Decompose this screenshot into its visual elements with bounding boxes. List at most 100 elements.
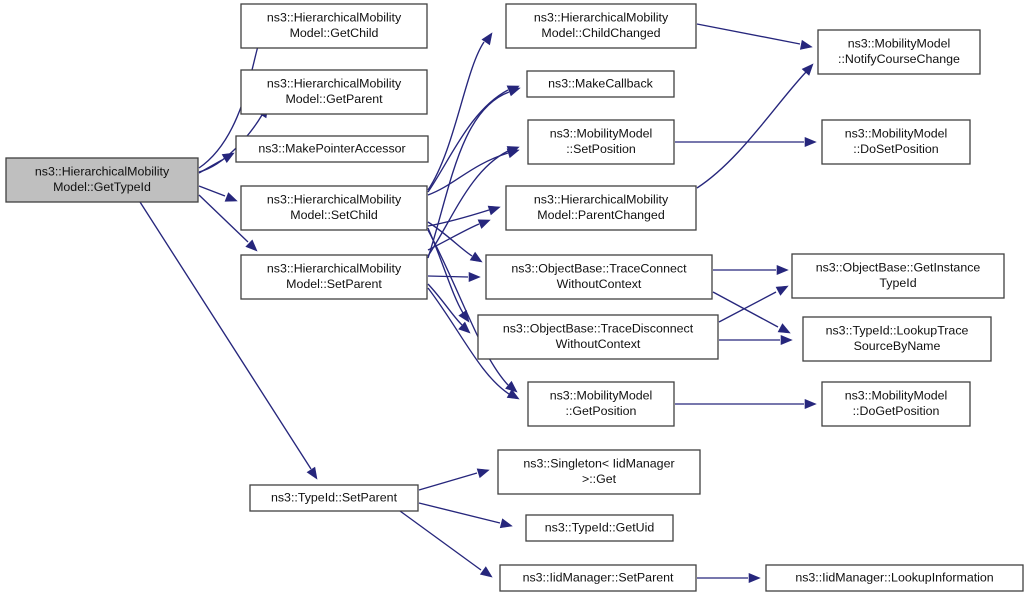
node-box-set_parent_hmm[interactable] <box>240 254 428 300</box>
node-set_position[interactable]: ns3::MobilityModel::SetPosition <box>527 119 675 165</box>
node-do_set_position[interactable]: ns3::MobilityModel::DoSetPosition <box>821 119 971 165</box>
node-label-singleton_get: ns3::Singleton< IidManager <box>523 457 674 471</box>
call-edge-set_parent_hmm-to-trace_disconnect <box>427 283 471 334</box>
node-box-lookup_trace_source[interactable] <box>802 316 992 362</box>
node-label-trace_connect: WithoutContext <box>557 277 642 291</box>
node-label-get_parent: ns3::HierarchicalMobility <box>267 77 402 91</box>
node-label-child_changed: ns3::HierarchicalMobility <box>534 11 669 25</box>
node-box-iidmanager_set_parent[interactable] <box>499 564 697 592</box>
node-box-typeid_get_uid[interactable] <box>525 514 674 542</box>
call-edge-set_parent_hmm-to-get_position <box>427 287 520 400</box>
node-box-set_child[interactable] <box>240 185 428 231</box>
node-box-child_changed[interactable] <box>505 3 697 49</box>
node-label-child_changed: Model::ChildChanged <box>541 26 660 40</box>
node-get_position[interactable]: ns3::MobilityModel::GetPosition <box>527 381 675 427</box>
node-label-get_type_id: Model::GetTypeId <box>53 180 151 194</box>
call-edge-typeid_set_parent-to-iidmanager_set_parent <box>399 510 493 578</box>
node-trace_disconnect[interactable]: ns3::ObjectBase::TraceDisconnectWithoutC… <box>477 314 719 360</box>
node-label-get_instance_type_id: ns3::ObjectBase::GetInstance <box>816 261 981 275</box>
node-trace_connect[interactable]: ns3::ObjectBase::TraceConnectWithoutCont… <box>485 254 713 300</box>
node-box-set_position[interactable] <box>527 119 675 165</box>
node-make_pointer_accessor[interactable]: ns3::MakePointerAccessor <box>235 135 429 163</box>
node-box-typeid_set_parent[interactable] <box>249 484 419 512</box>
node-box-make_pointer_accessor[interactable] <box>235 135 429 163</box>
node-label-set_parent_hmm: ns3::HierarchicalMobility <box>267 262 402 276</box>
node-box-get_child[interactable] <box>240 3 428 49</box>
node-child_changed[interactable]: ns3::HierarchicalMobilityModel::ChildCha… <box>505 3 697 49</box>
node-lookup_information[interactable]: ns3::IidManager::LookupInformation <box>765 564 1024 592</box>
call-edge-set_child-to-child_changed <box>427 32 493 191</box>
call-edge-get_position-to-do_get_position <box>675 398 817 410</box>
call-edge-trace_disconnect-to-lookup_trace_source <box>719 334 793 346</box>
node-label-trace_connect: ns3::ObjectBase::TraceConnect <box>511 262 687 276</box>
node-label-iidmanager_set_parent: ns3::IidManager::SetParent <box>523 570 674 584</box>
node-label-get_position: ::GetPosition <box>566 404 637 418</box>
node-box-get_instance_type_id[interactable] <box>791 253 1005 299</box>
node-box-trace_disconnect[interactable] <box>477 314 719 360</box>
node-label-typeid_set_parent: ns3::TypeId::SetParent <box>271 490 398 504</box>
node-label-make_pointer_accessor: ns3::MakePointerAccessor <box>258 141 405 155</box>
node-label-lookup_information: ns3::IidManager::LookupInformation <box>795 570 993 584</box>
node-label-get_instance_type_id: TypeId <box>879 276 916 290</box>
node-typeid_get_uid[interactable]: ns3::TypeId::GetUid <box>525 514 674 542</box>
edges-layer <box>139 23 817 584</box>
call-edge-set_parent_hmm-to-parent_changed <box>427 219 491 251</box>
call-edge-set_parent_hmm-to-set_position <box>427 146 520 257</box>
node-label-parent_changed: ns3::HierarchicalMobility <box>534 193 669 207</box>
node-label-notify_course_change: ::NotifyCourseChange <box>838 52 960 66</box>
call-edge-trace_connect-to-get_instance_type_id <box>713 264 789 276</box>
call-edge-set_parent_hmm-to-make_callback <box>427 86 521 259</box>
call-edge-get_type_id-to-typeid_set_parent <box>139 201 318 480</box>
node-label-lookup_trace_source: SourceByName <box>854 339 941 353</box>
node-notify_course_change[interactable]: ns3::MobilityModel::NotifyCourseChange <box>817 29 981 75</box>
node-get_type_id[interactable]: ns3::HierarchicalMobilityModel::GetTypeI… <box>5 157 199 203</box>
node-label-notify_course_change: ns3::MobilityModel <box>848 37 951 51</box>
node-make_callback[interactable]: ns3::MakeCallback <box>526 70 675 98</box>
node-box-do_get_position[interactable] <box>821 381 971 427</box>
node-parent_changed[interactable]: ns3::HierarchicalMobilityModel::ParentCh… <box>505 185 697 231</box>
node-label-parent_changed: Model::ParentChanged <box>537 208 665 222</box>
call-edge-trace_disconnect-to-get_instance_type_id <box>718 285 789 323</box>
call-edge-iidmanager_set_parent-to-lookup_information <box>697 572 761 584</box>
call-edge-child_changed-to-notify_course_change <box>696 23 813 50</box>
node-do_get_position[interactable]: ns3::MobilityModel::DoGetPosition <box>821 381 971 427</box>
node-box-notify_course_change[interactable] <box>817 29 981 75</box>
node-typeid_set_parent[interactable]: ns3::TypeId::SetParent <box>249 484 419 512</box>
node-singleton_get[interactable]: ns3::Singleton< IidManager>::Get <box>497 449 701 495</box>
node-label-set_position: ::SetPosition <box>566 142 636 156</box>
node-box-singleton_get[interactable] <box>497 449 701 495</box>
node-box-get_position[interactable] <box>527 381 675 427</box>
node-label-do_set_position: ns3::MobilityModel <box>845 127 948 141</box>
node-get_parent[interactable]: ns3::HierarchicalMobilityModel::GetParen… <box>240 69 428 115</box>
call-edge-get_type_id-to-set_child <box>198 185 238 202</box>
call-edge-set_position-to-do_set_position <box>675 136 817 148</box>
call-edge-typeid_set_parent-to-typeid_get_uid <box>418 502 513 529</box>
call-edge-get_type_id-to-set_parent_hmm <box>198 194 258 252</box>
node-label-set_child: ns3::HierarchicalMobility <box>267 193 402 207</box>
node-label-singleton_get: >::Get <box>582 472 617 486</box>
node-label-get_parent: Model::GetParent <box>285 92 383 106</box>
node-box-lookup_information[interactable] <box>765 564 1024 592</box>
node-label-get_type_id: ns3::HierarchicalMobility <box>35 165 170 179</box>
node-box-get_parent[interactable] <box>240 69 428 115</box>
node-box-make_callback[interactable] <box>526 70 675 98</box>
call-edge-set_child-to-parent_changed <box>427 205 501 227</box>
node-set_parent_hmm[interactable]: ns3::HierarchicalMobilityModel::SetParen… <box>240 254 428 300</box>
call-edge-get_type_id-to-make_pointer_accessor <box>198 152 235 174</box>
call-edge-set_child-to-make_callback <box>427 85 520 193</box>
node-label-do_get_position: ns3::MobilityModel <box>845 389 948 403</box>
node-box-parent_changed[interactable] <box>505 185 697 231</box>
node-iidmanager_set_parent[interactable]: ns3::IidManager::SetParent <box>499 564 697 592</box>
node-label-get_child: ns3::HierarchicalMobility <box>267 11 402 25</box>
node-box-trace_connect[interactable] <box>485 254 713 300</box>
node-box-get_type_id[interactable] <box>5 157 199 203</box>
node-label-set_child: Model::SetChild <box>290 208 378 222</box>
node-box-do_set_position[interactable] <box>821 119 971 165</box>
call-edge-typeid_set_parent-to-singleton_get <box>418 468 490 491</box>
